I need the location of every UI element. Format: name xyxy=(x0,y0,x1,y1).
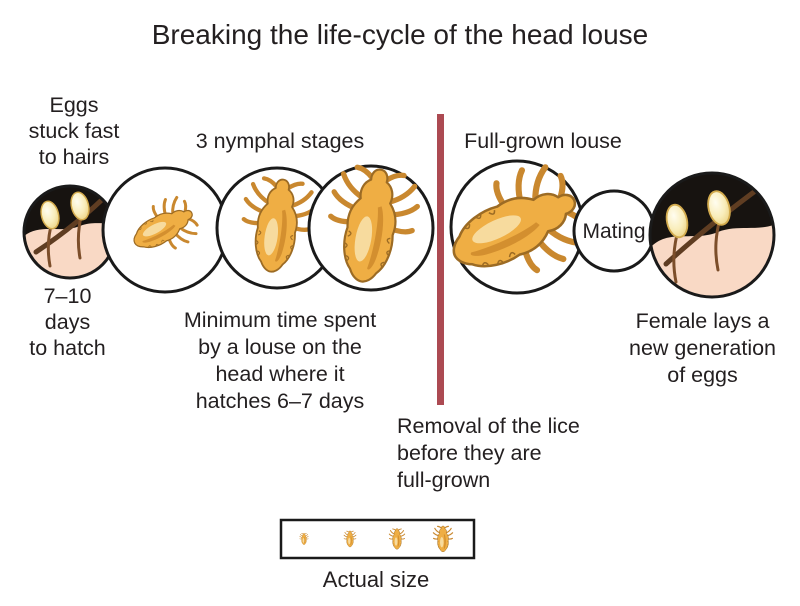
nymph-stage-3-circle xyxy=(307,162,435,292)
page-title: Breaking the life-cycle of the head lous… xyxy=(151,19,649,50)
actual-size-label: Actual size xyxy=(322,567,430,592)
egg-stage-label: Eggs stuck fast to hairs xyxy=(28,93,120,169)
female-eggs-note: Female lays a new generation of eggs xyxy=(628,309,777,387)
full-grown-louse-circle xyxy=(434,156,595,300)
nymph-duration-note: Minimum time spent by a louse on the hea… xyxy=(183,308,377,413)
mating-label: Mating xyxy=(582,220,646,243)
louse-egg-icon xyxy=(665,203,689,239)
nymph-stage-label: 3 nymphal stages xyxy=(195,129,365,153)
eggs-on-hair-illustration xyxy=(22,184,118,280)
removal-note: Removal of the lice before they are full… xyxy=(397,414,580,492)
treatment-divider-line xyxy=(437,114,444,405)
adult-stage-label: Full-grown louse xyxy=(464,129,622,153)
egg-hatch-time-label: 7–10 days to hatch xyxy=(29,284,106,360)
nymph-stage-1-circle xyxy=(101,166,229,294)
actual-size-box xyxy=(279,518,476,560)
eggs-on-hair-illustration xyxy=(648,171,776,299)
louse-egg-icon xyxy=(707,190,731,226)
louse-egg-icon xyxy=(70,191,90,221)
louse-egg-icon xyxy=(40,200,60,230)
